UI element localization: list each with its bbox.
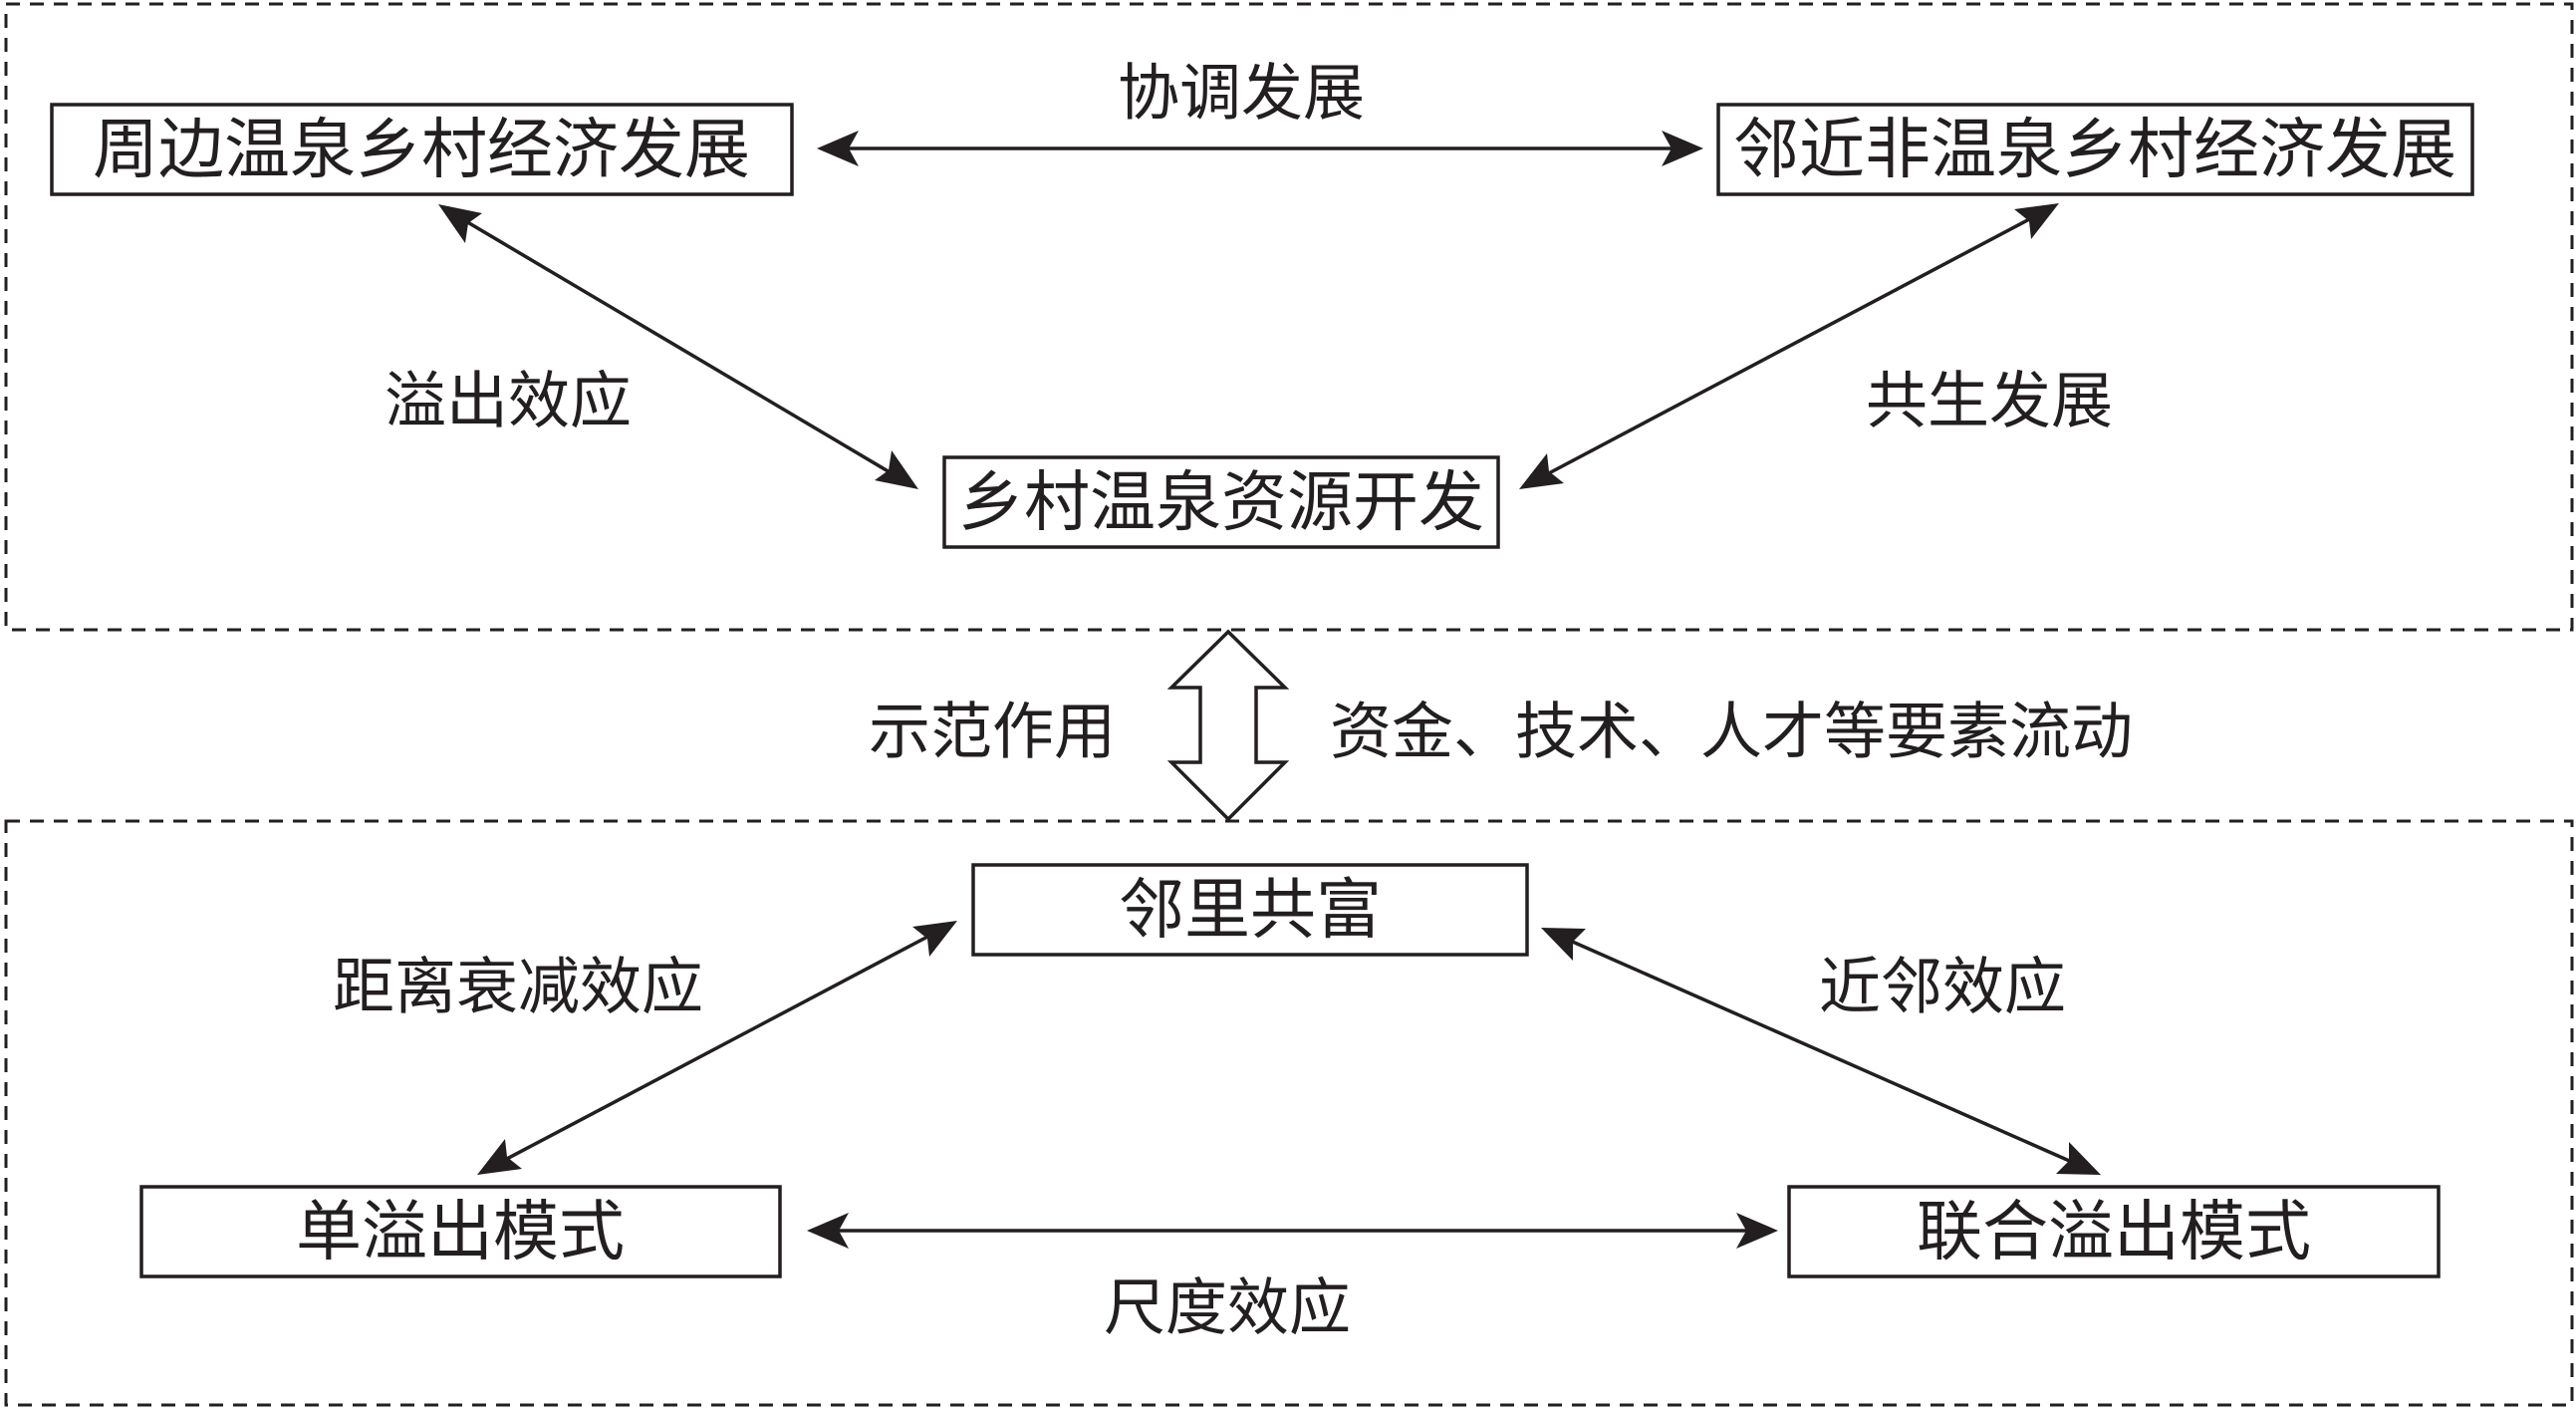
edge-label-coordinated-development: 协调发展 bbox=[1118, 57, 1365, 130]
node-single-spillover-mode: 单溢出模式 bbox=[139, 1185, 782, 1278]
node-joint-spillover-mode: 联合溢出模式 bbox=[1787, 1185, 2441, 1278]
edge-symbiotic-development bbox=[1519, 203, 2059, 489]
node-joint-spillover-mode-label: 联合溢出模式 bbox=[1917, 1194, 2311, 1270]
edge-label-symbiotic-development: 共生发展 bbox=[1866, 365, 2113, 437]
top-section-frame bbox=[4, 2, 2574, 632]
edge-label-proximity-effect: 近邻效应 bbox=[1819, 951, 2066, 1023]
edge-scale-effect bbox=[807, 1213, 1778, 1249]
node-neighboring-non-hot-spring-rural-economy: 邻近非温泉乡村经济发展 bbox=[1716, 103, 2474, 196]
edge-label-distance-decay-effect: 距离衰减效应 bbox=[333, 951, 703, 1023]
node-surrounding-hot-spring-rural-economy: 周边温泉乡村经济发展 bbox=[50, 103, 794, 196]
node-rural-hot-spring-resource-development-label: 乡村温泉资源开发 bbox=[958, 464, 1484, 541]
edge-spillover-effect bbox=[438, 204, 918, 489]
node-common-prosperity-of-neighbors: 邻里共富 bbox=[971, 863, 1529, 957]
edge-label-scale-effect: 尺度效应 bbox=[1104, 1271, 1351, 1344]
node-single-spillover-mode-label: 单溢出模式 bbox=[296, 1194, 625, 1270]
node-common-prosperity-of-neighbors-label: 邻里共富 bbox=[1119, 872, 1382, 949]
edge-coordinated-development bbox=[817, 131, 1703, 166]
node-rural-hot-spring-resource-development: 乡村温泉资源开发 bbox=[942, 455, 1500, 549]
bidirectional-hollow-arrow bbox=[1166, 629, 1290, 822]
bottom-section-frame bbox=[4, 819, 2574, 1407]
edge-proximity-effect bbox=[1541, 928, 2101, 1175]
node-neighboring-non-hot-spring-rural-economy-label: 邻近非温泉乡村经济发展 bbox=[1733, 112, 2456, 188]
edge-distance-decay-effect bbox=[477, 921, 957, 1175]
edge-label-spillover-effect: 溢出效应 bbox=[385, 365, 632, 437]
demonstration-role-label: 示范作用 bbox=[869, 696, 1116, 768]
node-surrounding-hot-spring-rural-economy-label: 周边温泉乡村经济发展 bbox=[93, 112, 750, 188]
factor-flow-label: 资金、技术、人才等要素流动 bbox=[1330, 696, 2133, 768]
